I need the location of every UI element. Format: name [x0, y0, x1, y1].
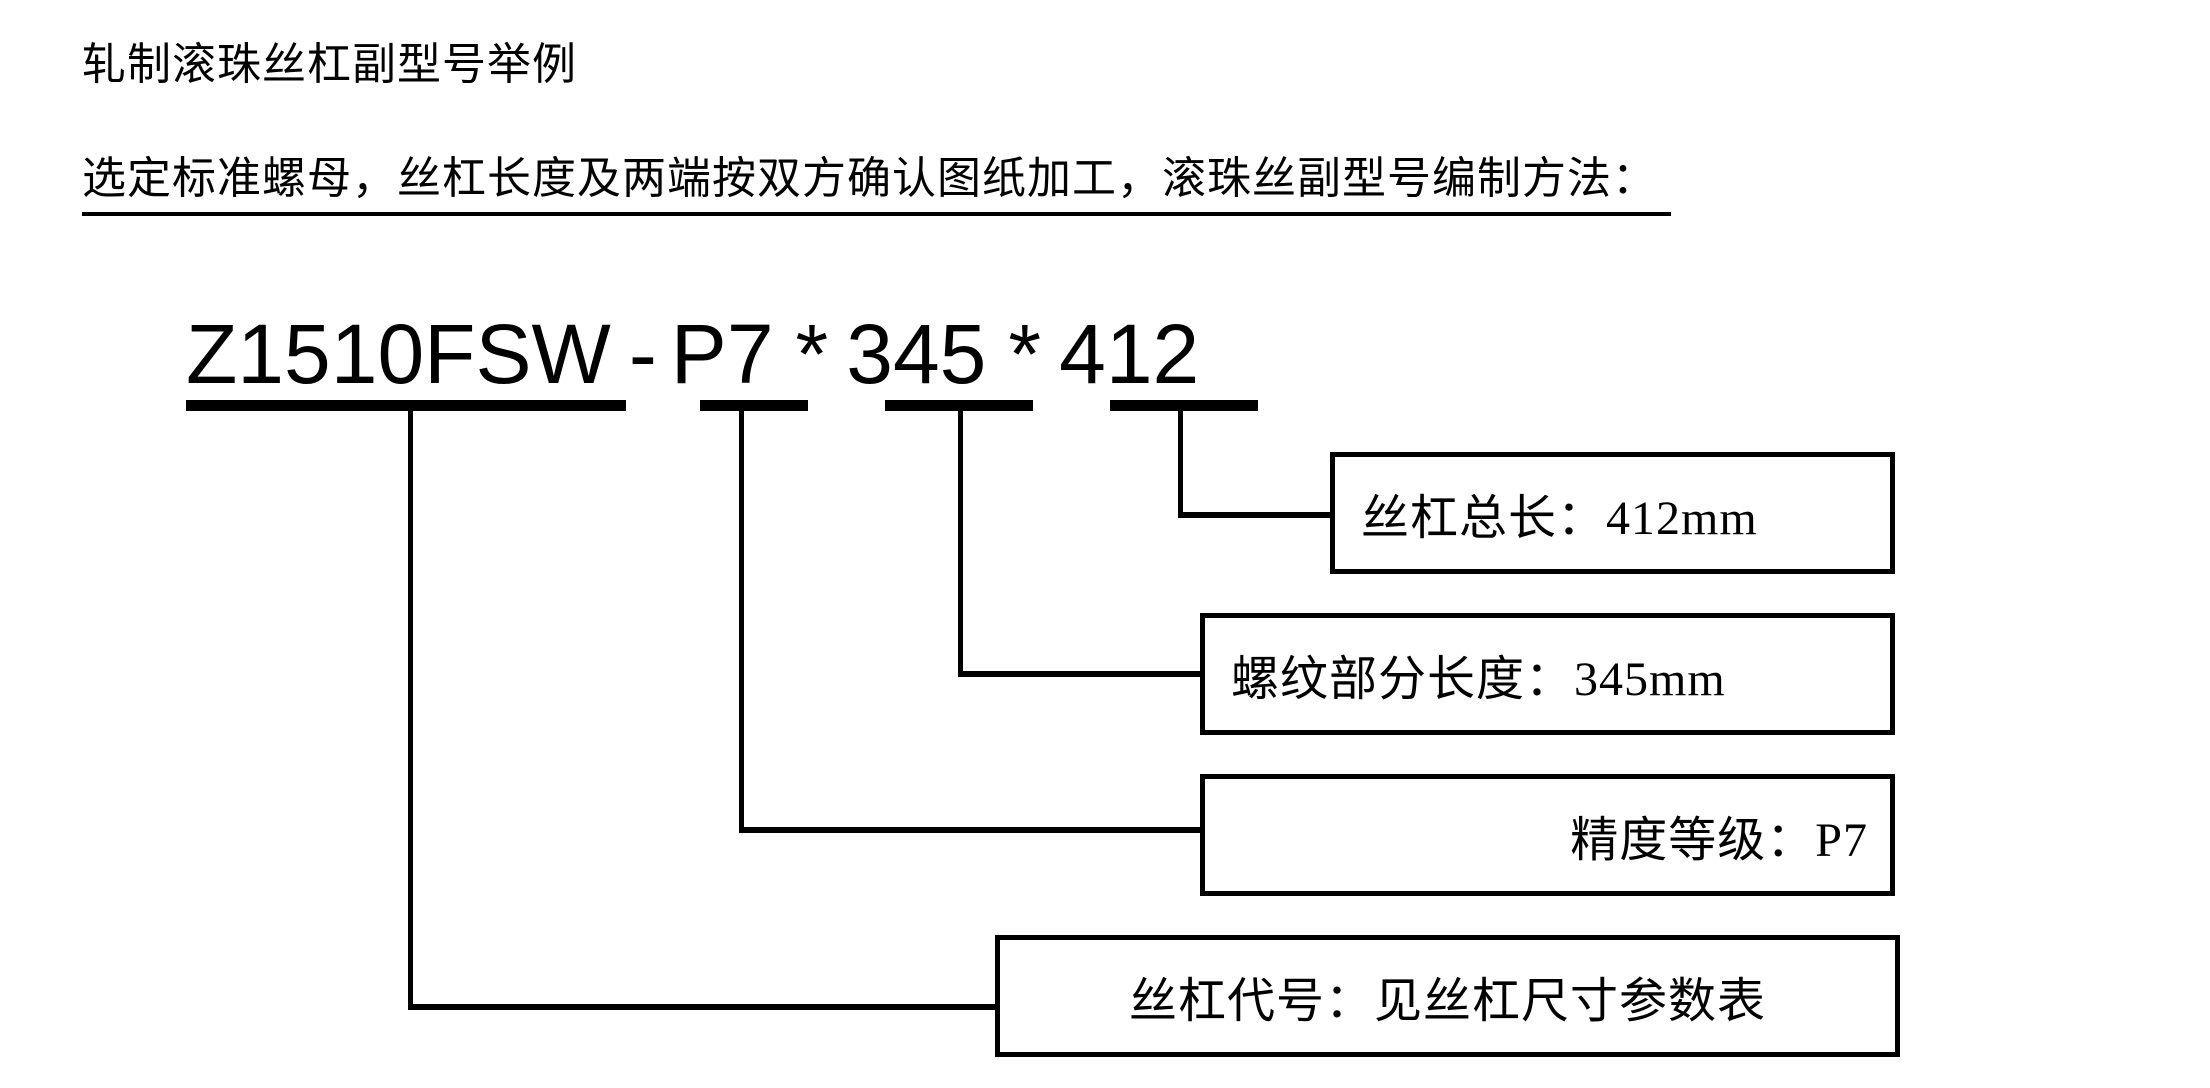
callout-precision: 精度等级：P7	[1200, 774, 1895, 896]
part-segment-total-length: 412	[1059, 307, 1200, 401]
underline-total-length	[1110, 400, 1258, 411]
part-separator-star-2: *	[1008, 307, 1042, 401]
underline-screw-code	[186, 400, 626, 411]
leader-horizontal-total-length	[1178, 512, 1333, 518]
callout-thread-length: 螺纹部分长度：345mm	[1200, 613, 1895, 735]
callout-thread-length-text: 螺纹部分长度：345mm	[1231, 653, 1726, 706]
leader-vertical-precision	[739, 408, 744, 833]
part-segment-precision: P7	[670, 307, 774, 401]
callout-precision-text: 精度等级：P7	[1570, 814, 1868, 867]
page-title: 轧制滚珠丝杠副型号举例	[82, 40, 577, 89]
leader-vertical-thread-length	[958, 408, 963, 677]
leader-vertical-total-length	[1178, 408, 1183, 518]
callout-screw-code: 丝杠代号：见丝杠尺寸参数表	[995, 935, 1900, 1057]
part-segment-thread-length: 345	[846, 307, 987, 401]
leader-horizontal-screw-code	[408, 1004, 998, 1010]
callout-total-length: 丝杠总长：412mm	[1330, 452, 1895, 574]
page-subtitle: 选定标准螺母，丝杠长度及两端按双方确认图纸加工，滚珠丝副型号编制方法：	[82, 142, 1671, 216]
underline-thread-length	[885, 400, 1033, 411]
leader-horizontal-thread-length	[958, 671, 1203, 677]
leader-vertical-screw-code	[408, 408, 413, 1010]
part-separator-star-1: *	[795, 307, 829, 401]
part-segment-screw-code: Z1510FSW	[186, 307, 611, 401]
part-separator-dash: -	[628, 307, 657, 401]
underline-precision	[700, 400, 808, 411]
callout-screw-code-text: 丝杠代号：见丝杠尺寸参数表	[1128, 975, 1766, 1028]
part-number: Z1510FSW-P7*345*412	[186, 308, 1199, 400]
callout-total-length-text: 丝杠总长：412mm	[1361, 492, 1758, 545]
leader-horizontal-precision	[739, 827, 1203, 833]
